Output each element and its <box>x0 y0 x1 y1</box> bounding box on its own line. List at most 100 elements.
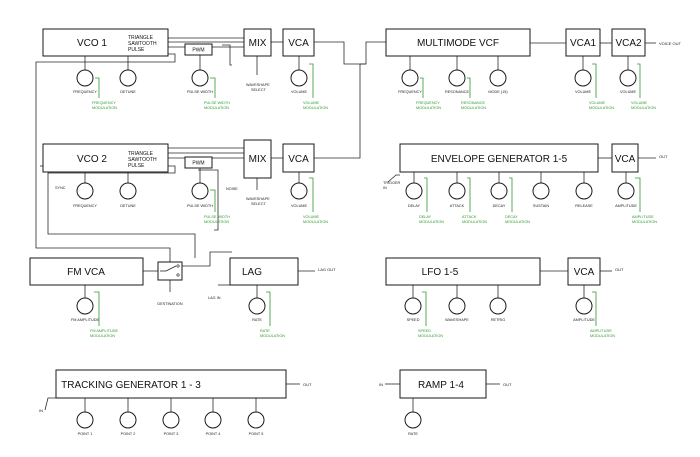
label-vcf-mode: MODE (15) <box>488 90 508 94</box>
knobs <box>76 69 637 429</box>
pwm1-block <box>184 43 213 56</box>
env-sustain-knob[interactable] <box>532 182 550 200</box>
signal-wires <box>35 37 656 411</box>
label-vco2-detune: DETUNE <box>120 204 136 208</box>
lag-block <box>229 257 299 286</box>
label-vca1-volume: VOLUME <box>291 90 308 94</box>
vca1-volume-knob[interactable] <box>290 69 308 87</box>
gwire-outvca2 <box>637 63 641 98</box>
label-vco1-pulse-width: PULSE WIDTH <box>187 90 213 94</box>
lfo-speed-knob[interactable] <box>404 297 422 315</box>
mix1-waveshape-line2: SELECT <box>251 88 266 92</box>
gwire-lfo-amp <box>592 291 597 326</box>
gwire-vca2-vol <box>309 177 314 212</box>
mod-env-amp-l2: MODULATION <box>632 220 657 224</box>
mod-outvca2-l1: VOLUME <box>631 101 648 105</box>
label-env-decay: DECAY <box>493 204 506 208</box>
wire-track-in <box>44 397 56 411</box>
fm-amplitude-knob[interactable] <box>76 297 94 315</box>
lfo-retrig-knob[interactable] <box>489 297 507 315</box>
env-block <box>399 143 599 173</box>
out-vca1-volume-knob[interactable] <box>574 69 592 87</box>
env-release-knob[interactable] <box>575 182 593 200</box>
vco1-frequency-knob[interactable] <box>76 69 94 87</box>
wire-aux-2 <box>198 169 219 231</box>
lfo-amplitude-knob[interactable] <box>575 297 593 315</box>
label-mix2-noise: NOISE <box>226 187 238 191</box>
env-attack-knob[interactable] <box>448 182 466 200</box>
vco1-detune-knob[interactable] <box>119 69 137 87</box>
gwire-vco2-pw <box>210 189 216 212</box>
vcf-frequency-knob[interactable] <box>401 69 419 87</box>
label-env-amplitude: AMPLITUDE <box>615 204 637 208</box>
blocks: VCO 1 TRIANGLE SAWTOOTH PULSE PWM MIX VC… <box>29 28 646 399</box>
gwire-vcf-res <box>467 77 471 98</box>
vco2-detune-knob[interactable] <box>119 182 137 200</box>
vco2-wave-sawtooth: SAWTOOTH <box>128 157 157 163</box>
vca2-volume-knob[interactable] <box>290 182 308 200</box>
vco1-pulse-width-knob[interactable] <box>191 69 209 87</box>
vco2-block <box>42 143 169 173</box>
label-lfo-speed: SPEED <box>407 318 420 322</box>
env-title: ENVELOPE GENERATOR 1-5 <box>431 154 568 165</box>
wire-switch-out <box>182 251 232 267</box>
vco2-frequency-knob[interactable] <box>76 182 94 200</box>
gwire-fm-amp <box>94 291 100 326</box>
tracking-point2-knob[interactable] <box>119 411 137 429</box>
vcf-mode-knob[interactable] <box>489 69 507 87</box>
env-decay-knob[interactable] <box>490 182 508 200</box>
mix2-block <box>243 139 272 179</box>
tracking-point3-knob[interactable] <box>162 411 180 429</box>
vcf-block <box>385 28 531 57</box>
mix1-title: MIX <box>249 38 267 49</box>
mod-vca1-vol-l1: VOLUME <box>303 101 320 105</box>
env-amplitude-knob[interactable] <box>617 182 635 200</box>
mix2-waveshape-line1: WAVESHAPE <box>246 197 270 201</box>
gwire-env-delay <box>424 177 428 212</box>
label-point3: POINT 3 <box>164 432 179 436</box>
vcf-title: MULTIMODE VCF <box>417 38 499 49</box>
env-delay-knob[interactable] <box>405 182 423 200</box>
gwire-outvca1 <box>592 63 597 98</box>
switch-blade <box>165 265 177 272</box>
ramp-rate-knob[interactable] <box>404 411 422 429</box>
mod-env-attack-l2: MODULATION <box>462 220 487 224</box>
lfo-waveshape-knob[interactable] <box>448 297 466 315</box>
label-env-sustain: SUSTAIN <box>533 204 549 208</box>
env-trigger-line1: TRIGGER <box>383 181 401 185</box>
mix1-block <box>243 28 272 57</box>
tracking-point1-knob[interactable] <box>76 411 94 429</box>
mod-lfo-amp-l2: MODULATION <box>590 334 615 338</box>
lag-rate-knob[interactable] <box>248 297 266 315</box>
mod-outvca1-l2: MODULATION <box>589 106 614 110</box>
wire-vco1-fm-loop <box>35 53 176 262</box>
mod-lfo-amp-l1: AMPLITUDE <box>590 329 612 333</box>
label-fm-destination: DESTINATION <box>157 302 183 306</box>
mod-env-decay-l2: MODULATION <box>505 220 530 224</box>
tracking-out-label: OUT <box>303 382 312 387</box>
tracking-point4-knob[interactable] <box>204 411 222 429</box>
gwire-env-amp <box>635 177 641 212</box>
out-vca2-volume-knob[interactable] <box>619 69 637 87</box>
switch-contact-1 <box>176 264 180 268</box>
mix2-waveshape-line2: SELECT <box>251 202 266 206</box>
vcf-resonance-knob[interactable] <box>448 69 466 87</box>
vca1-title: VCA <box>288 38 309 49</box>
out-vca1-block <box>565 28 601 57</box>
vco2-pulse-width-knob[interactable] <box>191 182 209 200</box>
label-out-vca1-volume: VOLUME <box>575 90 592 94</box>
label-out-vca2-volume: VOLUME <box>620 90 637 94</box>
mod-env-attack-l1: ATTACK <box>462 215 477 219</box>
label-fm-amplitude: FM AMPLITUDE <box>71 318 100 322</box>
tracking-point5-knob[interactable] <box>247 411 265 429</box>
mod-lag-rate-l2: MODULATION <box>260 334 285 338</box>
io-labels: VOICE OUT OUT LAG OUT OUT IN OUT IN OUT <box>39 41 682 413</box>
